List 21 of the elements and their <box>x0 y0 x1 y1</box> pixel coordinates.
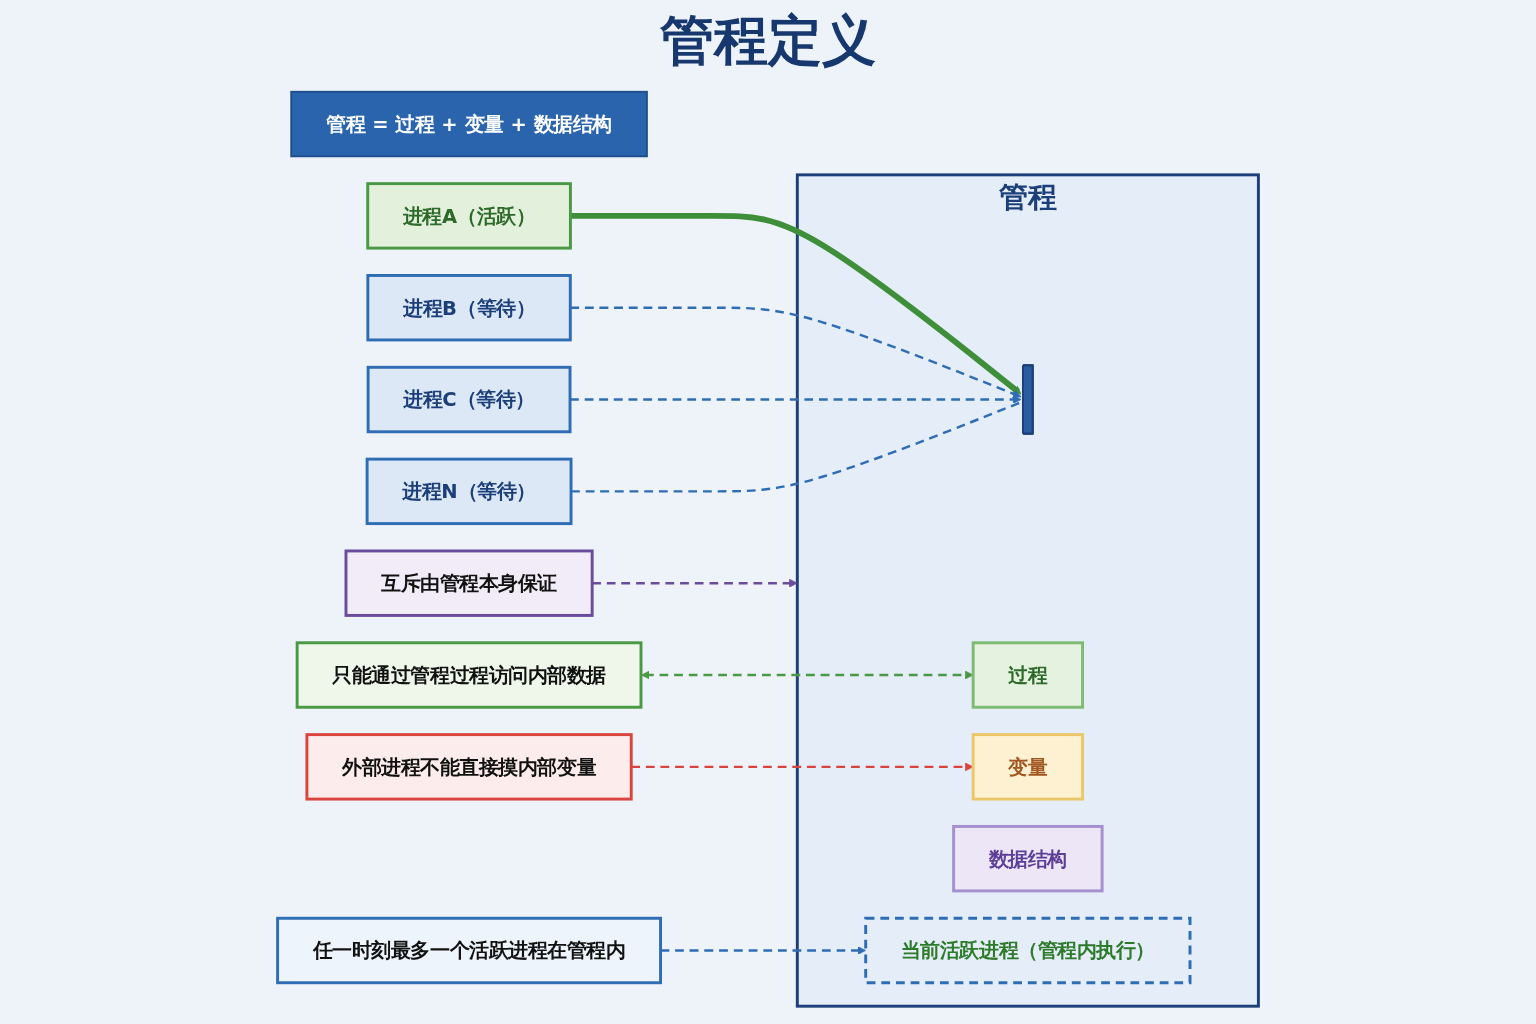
node-box: 过程 <box>971 641 1085 709</box>
node-box: 互斥由管程本身保证 <box>344 549 594 617</box>
arrow <box>631 762 974 772</box>
node-box: 外部进程不能直接摸内部变量 <box>305 733 633 801</box>
node-box: 进程B（等待） <box>366 274 572 342</box>
arrow <box>570 395 1022 404</box>
node-box: 任一时刻最多一个活跃进程在管程内 <box>276 916 662 985</box>
node-box: 管程 = 过程 + 变量 + 数据结构 <box>290 90 648 158</box>
title: 管程定义 <box>660 8 876 74</box>
connector <box>571 401 1022 493</box>
node-box: 变量 <box>971 733 1085 801</box>
node-box: 当前活跃进程（管程内执行） <box>864 916 1192 985</box>
node-box: 进程N（等待） <box>365 457 573 526</box>
arrow <box>570 306 1022 398</box>
node-box: 进程A（活跃） <box>366 182 572 250</box>
arrow <box>592 578 798 588</box>
arrow <box>570 212 1022 395</box>
node-box: 数据结构 <box>952 824 1104 893</box>
arrow <box>641 670 974 680</box>
node-box: 只能通过管程过程访问内部数据 <box>295 641 643 709</box>
node-box: 进程C（等待） <box>366 365 572 434</box>
